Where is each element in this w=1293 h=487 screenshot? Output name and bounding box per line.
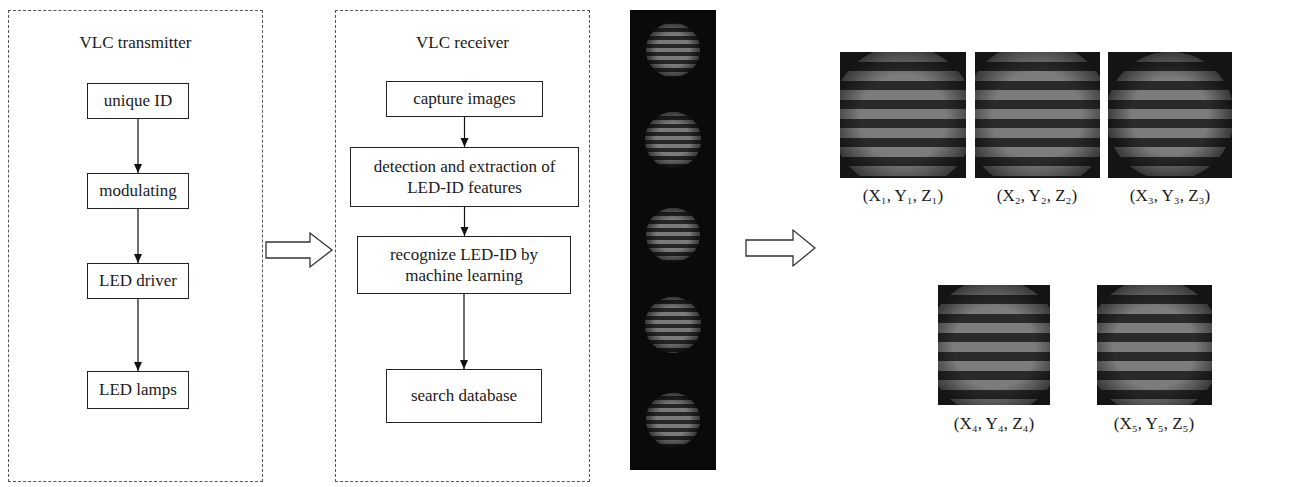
process-box: modulating	[87, 173, 189, 209]
flow-arrow	[137, 299, 138, 371]
box-label: detection and extraction of LED-ID featu…	[357, 156, 572, 199]
process-box: capture images	[386, 81, 543, 117]
led-crop	[963, 42, 1111, 190]
flow-arrow	[463, 294, 464, 369]
process-box: LED lamps	[87, 371, 189, 409]
process-box: search database	[386, 369, 542, 423]
box-label: recognize LED-ID by machine learning	[364, 244, 564, 287]
box-label: modulating	[99, 180, 176, 201]
led-crop	[1106, 52, 1234, 180]
flow-arrow	[137, 209, 138, 263]
panel-title: VLC transmitter	[9, 33, 262, 53]
process-box: unique ID	[87, 83, 189, 119]
panel-title: VLC receiver	[336, 33, 589, 53]
box-label: LED driver	[99, 270, 177, 291]
coordinate-label: (X₄, Y₄, Z₄)	[954, 414, 1034, 434]
coordinate-label: (X₃, Y₃, Z₃)	[1130, 186, 1210, 206]
box-label: LED lamps	[99, 379, 177, 400]
led-crop	[831, 46, 975, 190]
coordinate-label: (X₅, Y₅, Z₅)	[1114, 414, 1194, 434]
process-box: recognize LED-ID by machine learning	[357, 236, 571, 294]
flow-arrow	[464, 117, 465, 147]
flow-arrow	[137, 119, 138, 173]
camera-image-strip	[630, 10, 716, 470]
flow-arrow	[464, 207, 465, 236]
transmitter-panel: VLC transmitter unique ID modulatingLED dr…	[8, 10, 263, 482]
box-label: unique ID	[104, 90, 172, 111]
box-label: search database	[411, 385, 517, 406]
coordinate-label: (X₂, Y₂, Z₂)	[997, 186, 1077, 206]
box-label: capture images	[413, 88, 515, 109]
process-box: LED driver	[87, 263, 189, 299]
hollow-arrow	[746, 230, 815, 266]
process-box: detection and extraction of LED-ID featu…	[350, 147, 579, 207]
hollow-arrow	[266, 233, 332, 267]
coordinate-label: (X₁, Y₁, Z₁)	[863, 186, 943, 206]
receiver-panel: VLC receiver capture images detection and …	[335, 10, 590, 482]
led-crop	[1086, 279, 1222, 415]
led-crop	[926, 279, 1062, 415]
